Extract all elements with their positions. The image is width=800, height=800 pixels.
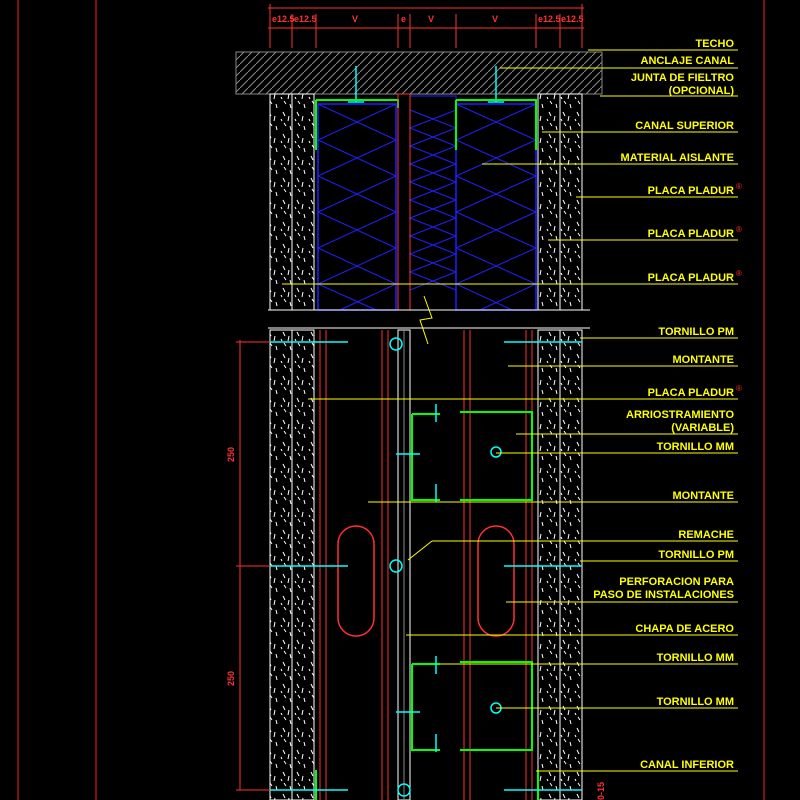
label-placa-pladur-2: PLACA PLADUR xyxy=(648,228,734,240)
label-montante-1: MONTANTE xyxy=(672,354,734,366)
lower-wall xyxy=(269,329,583,800)
dim-top-0: e12.5 xyxy=(272,14,295,24)
reg-mark-4: ® xyxy=(736,384,742,393)
reg-mark-3: ® xyxy=(736,269,742,278)
label-tornillo-mm-3: TORNILLO MM xyxy=(657,696,734,708)
label-paso-instalaciones: PASO DE INSTALACIONES xyxy=(593,589,734,601)
drawing-frame xyxy=(17,0,765,800)
label-anclaje-canal: ANCLAJE CANAL xyxy=(641,55,735,67)
dim-top-1: e12.5 xyxy=(294,14,317,24)
label-perforacion: PERFORACION PARA xyxy=(619,576,734,588)
label-canal-superior: CANAL SUPERIOR xyxy=(635,120,734,132)
break-line xyxy=(268,295,590,345)
label-opcional: (OPCIONAL) xyxy=(669,85,735,97)
callout-labels: TECHO ANCLAJE CANAL JUNTA DE FIELTRO (OP… xyxy=(593,38,734,771)
dim-top-4: V xyxy=(428,14,434,24)
reg-mark-2: ® xyxy=(736,225,742,234)
label-tornillo-mm-2: TORNILLO MM xyxy=(657,652,734,664)
screws xyxy=(270,337,582,797)
label-variable: (VARIABLE) xyxy=(671,422,734,434)
dim-top-5: V xyxy=(492,14,498,24)
registered-marks: ® ® ® ® xyxy=(736,182,742,393)
leader-lines xyxy=(282,49,738,772)
dim-side-lower: 250 xyxy=(226,671,236,686)
top-dimension: e12.5 e12.5 V e V V e12.5 e12.5 xyxy=(268,4,584,48)
dim-side-bottom: 0-15 xyxy=(596,782,606,800)
label-placa-pladur-1: PLACA PLADUR xyxy=(648,185,734,197)
label-arriostramiento: ARRIOSTRAMIENTO xyxy=(626,409,734,421)
dim-top-7: e12.5 xyxy=(561,14,584,24)
label-canal-inferior: CANAL INFERIOR xyxy=(640,759,734,771)
label-tornillo-mm-1: TORNILLO MM xyxy=(657,441,734,453)
ceiling-slab xyxy=(235,51,603,95)
label-tornillo-pm-1: TORNILLO PM xyxy=(658,326,734,338)
reg-mark-1: ® xyxy=(736,182,742,191)
label-techo: TECHO xyxy=(696,38,735,50)
dim-top-6: e12.5 xyxy=(538,14,561,24)
label-placa-pladur-3: PLACA PLADUR xyxy=(648,272,734,284)
label-placa-pladur-4: PLACA PLADUR xyxy=(648,387,734,399)
label-junta-fieltro: JUNTA DE FIELTRO xyxy=(631,72,735,84)
channel-anchors xyxy=(348,66,504,103)
side-dimensions: 250 250 0-15 xyxy=(226,340,606,800)
dim-top-2: V xyxy=(352,14,358,24)
label-tornillo-pm-2: TORNILLO PM xyxy=(658,549,734,561)
dim-side-upper: 250 xyxy=(226,447,236,462)
label-chapa-acero: CHAPA DE ACERO xyxy=(635,623,734,635)
label-material-aislante: MATERIAL AISLANTE xyxy=(621,152,734,164)
label-montante-2: MONTANTE xyxy=(672,490,734,502)
label-remache: REMACHE xyxy=(678,529,734,541)
dim-top-3: e xyxy=(401,14,406,24)
upper-wall xyxy=(269,93,583,311)
